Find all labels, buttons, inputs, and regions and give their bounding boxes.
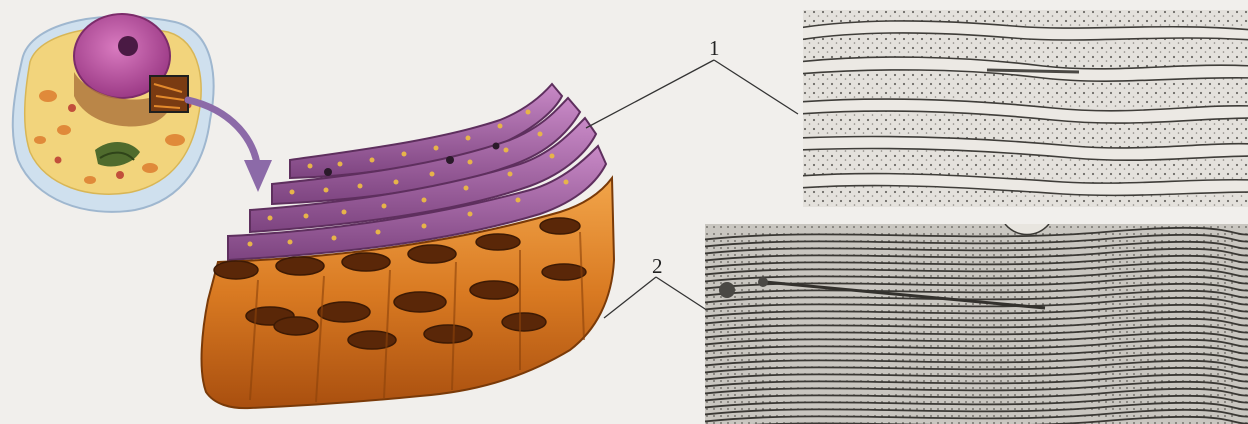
micrograph-rough-er xyxy=(803,10,1248,207)
micrograph-smooth-er xyxy=(705,224,1248,424)
er-3d-model xyxy=(202,84,614,408)
callout-1-label: 1 xyxy=(709,38,720,59)
cell-illustration xyxy=(13,14,214,212)
callout-2-label: 2 xyxy=(652,256,663,277)
